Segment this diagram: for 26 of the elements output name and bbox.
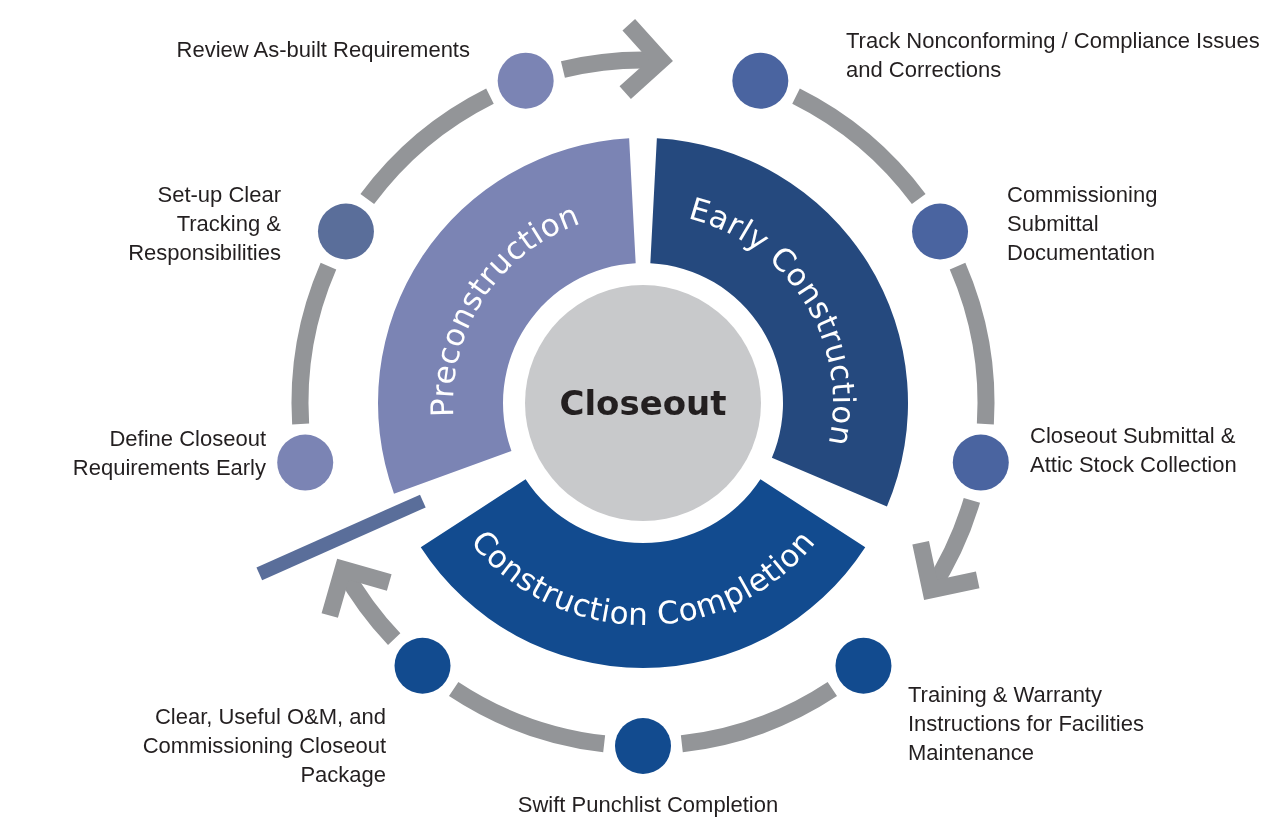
- step-label: Training & Warranty Instructions for Facilities Maintenance: [908, 681, 1145, 767]
- step-label: Set-up Clear Tracking & Responsibilities: [127, 181, 281, 267]
- step-dot: [732, 52, 789, 109]
- step-dot: [912, 203, 969, 260]
- step-dot: [317, 203, 374, 260]
- step-label: Closeout Submittal & Attic Stock Collection: [1030, 422, 1238, 479]
- step-label: Define Closeout Requirements Early: [71, 425, 266, 482]
- step-label: Review As-built Requirements: [175, 36, 470, 64]
- connector-arc: [680, 681, 837, 753]
- step-label: Commissioning Submittal Documentation: [1007, 181, 1159, 267]
- step-label: Clear, Useful O&M, and Commissioning Closeout Package: [141, 703, 386, 789]
- step-dot: [615, 718, 671, 774]
- step-dot: [952, 434, 1009, 491]
- step-dot: [835, 637, 892, 694]
- connector-arc: [449, 681, 606, 753]
- arrow: [322, 560, 401, 645]
- step-dot: [497, 52, 554, 109]
- cycle-start-bar: [256, 494, 426, 581]
- connector-arc: [949, 263, 994, 424]
- step-dot: [394, 637, 451, 694]
- connector-arc: [292, 263, 337, 424]
- connector-arc: [791, 88, 926, 205]
- step-dot: [277, 434, 334, 491]
- connector-arc: [360, 88, 495, 205]
- step-label: Track Nonconforming / Compliance Issues and Corrections: [846, 27, 1261, 84]
- step-label: Swift Punchlist Completion: [516, 791, 780, 819]
